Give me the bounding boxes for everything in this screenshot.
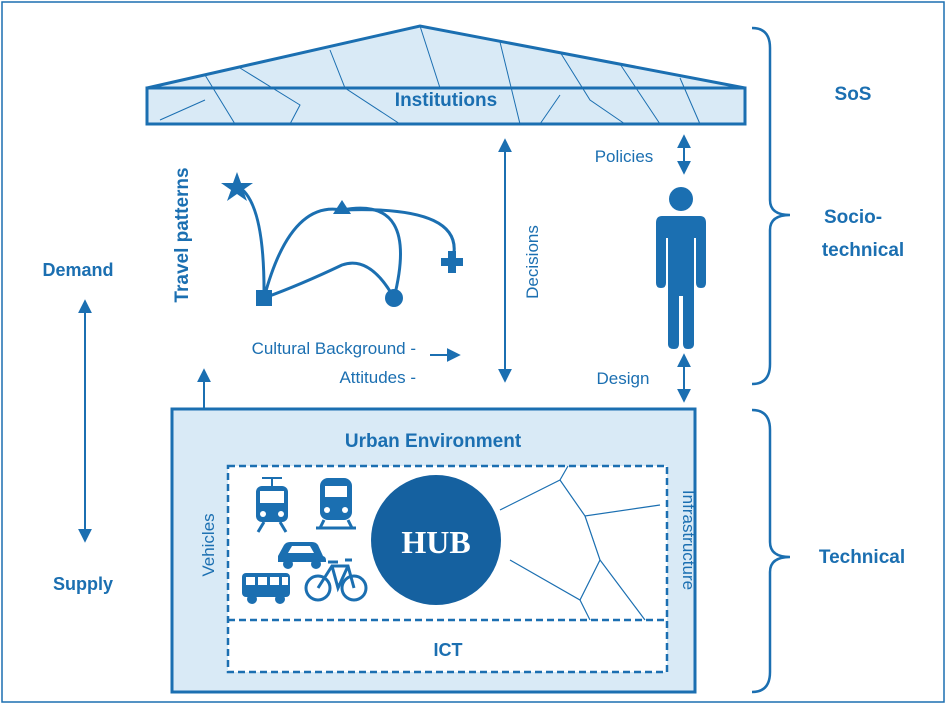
triangle-icon bbox=[333, 200, 351, 214]
design-label: Design bbox=[597, 369, 650, 388]
technical-label: Technical bbox=[819, 547, 905, 568]
technical-sublabel: technical bbox=[822, 240, 904, 261]
hub-label: HUB bbox=[401, 524, 470, 560]
square-icon bbox=[256, 290, 272, 306]
demand-label: Demand bbox=[42, 260, 113, 280]
institutions-roof: Institutions bbox=[145, 24, 747, 126]
vehicles-label: Vehicles bbox=[199, 513, 218, 576]
train-icon bbox=[316, 478, 356, 530]
attitudes-label: Attitudes - bbox=[339, 368, 416, 387]
car-icon bbox=[278, 542, 326, 569]
socio-label: Socio- bbox=[824, 207, 882, 228]
star-icon bbox=[221, 172, 253, 201]
institutions-label: Institutions bbox=[395, 90, 497, 111]
infrastructure-label: Infrastructure bbox=[679, 490, 698, 590]
urban-environment-label: Urban Environment bbox=[345, 431, 522, 452]
hub-circle bbox=[371, 475, 501, 605]
infrastructure-network bbox=[499, 465, 661, 621]
tram-icon bbox=[256, 477, 288, 533]
supply-label: Supply bbox=[53, 574, 113, 594]
person-icon bbox=[656, 187, 706, 349]
cultural-background-label: Cultural Background - bbox=[252, 339, 416, 358]
sos-label: SoS bbox=[835, 84, 872, 105]
travel-patterns-label: Travel patterns bbox=[172, 167, 193, 302]
circle-icon bbox=[385, 289, 403, 307]
cross-icon bbox=[441, 251, 463, 273]
ict-label: ICT bbox=[434, 640, 463, 660]
upper-brace bbox=[751, 26, 791, 386]
bicycle-icon bbox=[304, 558, 368, 602]
decisions-label: Decisions bbox=[523, 225, 542, 299]
lower-brace bbox=[751, 408, 791, 694]
bus-icon bbox=[242, 573, 290, 604]
policies-label: Policies bbox=[595, 147, 654, 166]
